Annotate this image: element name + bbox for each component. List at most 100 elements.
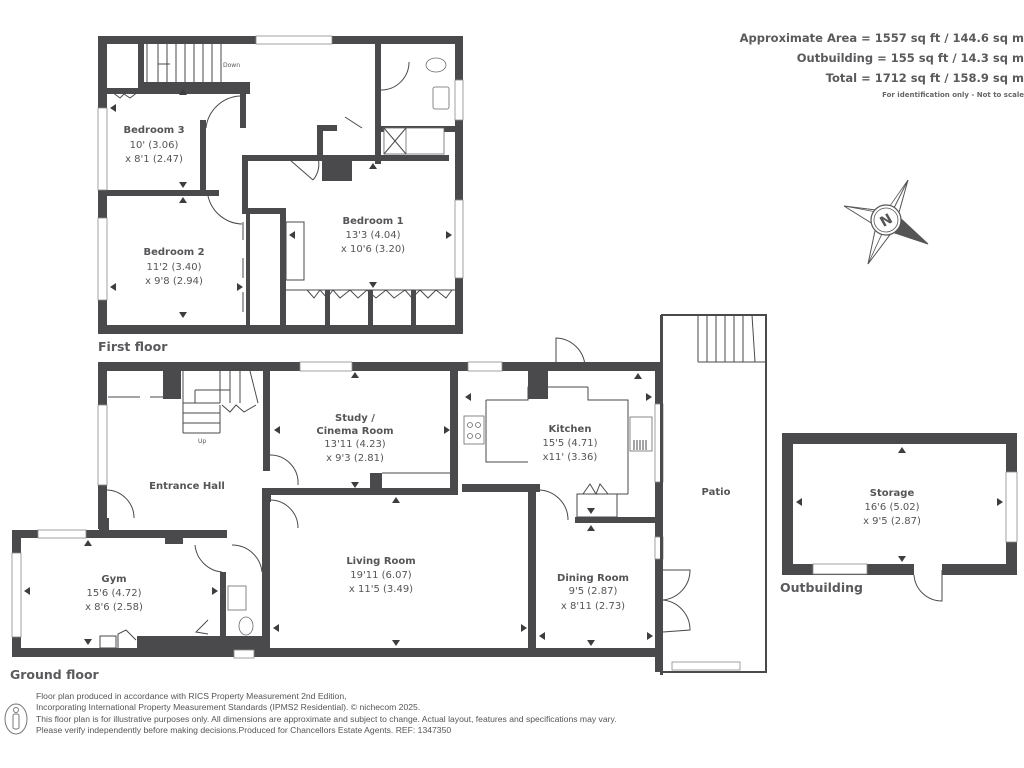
dimension-arrow [179,89,187,95]
window [97,107,108,191]
hob-icon [463,415,485,445]
dimension-arrow [997,498,1003,506]
room-dim-study: 13'11 (4.23) [324,439,386,450]
dimension-arrow [110,104,116,112]
room-dim-bedroom-2: x 9'8 (2.94) [145,276,203,287]
dimension-arrow [392,497,400,503]
dimension-arrow [351,482,359,488]
dimension-arrow [351,372,359,378]
toilet-icon [238,616,254,636]
room-dim-kitchen: 15'5 (4.71) [542,438,597,449]
compass-north-icon: N [843,179,929,265]
floor-label-ground: Ground floor [10,667,100,682]
room-name-living-room: Living Room [346,556,415,567]
window [299,361,353,372]
person-scale-icon [4,703,28,735]
approximate-area: Approximate Area = 1557 sq ft / 144.6 sq… [739,31,1024,45]
room-name-kitchen: Kitchen [549,424,592,435]
room-dim-dining-room: x 8'11 (2.73) [561,601,625,612]
scale-note: For identification only - Not to scale [882,91,1024,99]
dimension-arrow [110,283,116,291]
room-name-bedroom-2: Bedroom 2 [143,247,204,258]
window [454,199,464,279]
footer-line: Please verify independently before makin… [36,724,452,735]
room-name-bedroom-1: Bedroom 1 [342,216,403,227]
dimension-arrow [84,540,92,546]
room-name-entrance-hall: Entrance Hall [149,481,225,492]
room-dim-storage: 16'6 (5.02) [864,502,919,513]
dimension-arrow [539,632,545,640]
floor-label-outbuilding: Outbuilding [780,580,863,595]
room-name-bedroom-3: Bedroom 3 [123,125,184,136]
dimension-arrow [646,393,652,401]
room-dim-living-room: 19'11 (6.07) [350,570,412,581]
footer-line: Floor plan produced in accordance with R… [36,691,347,701]
dimension-arrow [465,393,471,401]
room-name-cinema-room: Cinema Room [316,426,393,437]
room-dim-bedroom-3: 10' (3.06) [130,140,179,151]
basin-icon [432,86,450,110]
room-dim-gym: x 8'6 (2.58) [85,602,143,613]
dimension-arrow [212,587,218,595]
room-dim-bedroom-3: x 8'1 (2.47) [125,154,183,165]
dimension-arrow [273,624,279,632]
dimension-arrow [446,231,452,239]
dimension-arrow [274,426,280,434]
dimension-arrow [24,587,30,595]
toilet-icon [425,57,447,73]
room-name-gym: Gym [101,574,126,585]
window [233,649,255,659]
dimension-arrow [647,632,653,640]
dimension-arrow [179,312,187,318]
room-dim-kitchen: x11' (3.36) [543,452,598,463]
dimension-arrow [521,624,527,632]
area-summary: Approximate Area = 1557 sq ft / 144.6 sq… [740,28,1024,102]
window [812,563,868,575]
room-dim-living-room: x 11'5 (3.49) [349,584,413,595]
room-dim-dining-room: 9'5 (2.87) [569,586,618,597]
window [467,361,503,372]
dimension-arrow [369,282,377,288]
dimension-arrow [898,556,906,562]
window [97,217,108,301]
room-name-study: Study / [335,413,375,424]
dimension-arrow [179,182,187,188]
room-dim-bedroom-1: 13'3 (4.04) [345,230,400,241]
total-area: Total = 1712 sq ft / 158.9 sq m [825,71,1024,85]
window [671,661,741,671]
outbuilding-plan: Storage 16'6 (5.02) x 9'5 (2.87) Outbuil… [780,433,1018,602]
stairs-up-label: Up [198,438,206,445]
room-dim-storage: x 9'5 (2.87) [863,516,921,527]
stairs-down-label: Down [223,62,240,69]
room-name-dining-room: Dining Room [557,573,629,584]
footer-disclaimer: Floor plan produced in accordance with R… [36,691,617,736]
ground-floor-plan: Up [10,314,767,682]
dimension-arrow [369,163,377,169]
room-name-patio: Patio [702,487,731,498]
window [454,79,464,121]
dimension-arrow [289,231,295,239]
dimension-arrow [587,525,595,531]
first-floor-plan: Down [97,35,464,354]
room-name-storage: Storage [870,488,915,499]
room-dim-gym: 15'6 (4.72) [86,588,141,599]
sink-icon [629,416,653,452]
dimension-arrow [179,197,187,203]
window [255,35,333,45]
dimension-arrow [587,640,595,646]
dimension-arrow [237,283,243,291]
floor-label-first: First floor [98,339,168,354]
window [97,404,108,486]
window [37,529,87,539]
dimension-arrow [898,447,906,453]
room-dim-study: x 9'3 (2.81) [326,453,384,464]
footer-line: This floor plan is for illustrative purp… [36,713,617,724]
basin-icon [227,585,247,611]
room-dim-bedroom-1: x 10'6 (3.20) [341,244,405,255]
dimension-arrow [587,508,595,514]
dimension-arrow [392,640,400,646]
footer-line: Incorporating International Property Mea… [36,702,421,713]
dimension-arrow [444,426,450,434]
dimension-arrow [84,639,92,645]
